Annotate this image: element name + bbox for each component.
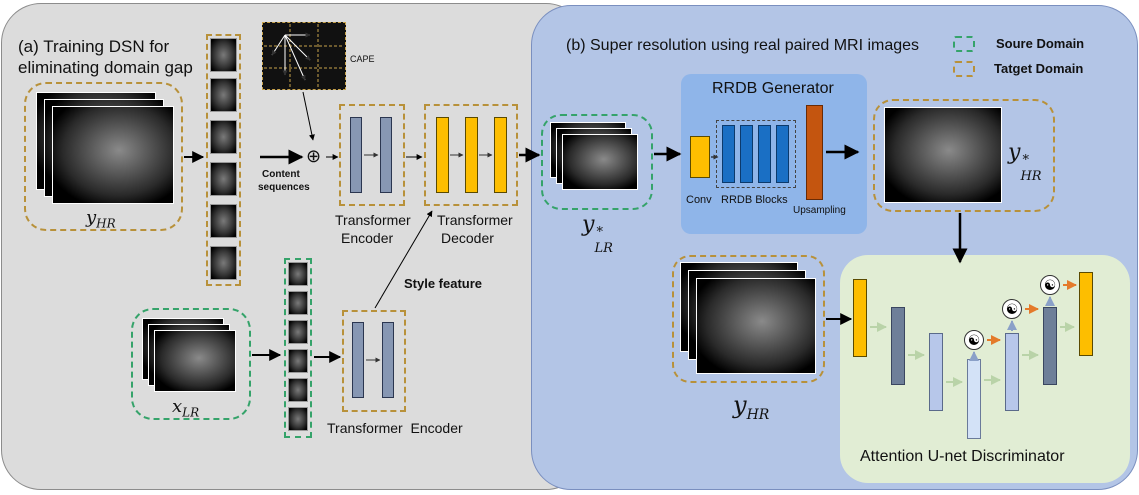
panel-a-title-line1: (a) Training DSN for (18, 37, 170, 56)
mri-slice-front (52, 106, 174, 204)
y-hr-real-symbol: y (733, 391, 747, 419)
panel-a-title-line2: eliminating domain gap (18, 58, 193, 77)
decoder-layer (436, 117, 449, 193)
style-patch (288, 378, 308, 402)
content-sequences-line1: Content (262, 169, 300, 180)
y-hr-star-subscript: HR (1020, 169, 1042, 184)
mri-slice-front (696, 278, 816, 374)
cape-direction-arrows (271, 32, 311, 81)
y-lr-star-superscript: * (596, 225, 603, 240)
encoder-layer (382, 322, 394, 398)
transformer-encoder-box (339, 104, 405, 206)
y-hr-star-superscript: * (1022, 153, 1029, 168)
unet-decoder-layer (1043, 307, 1057, 385)
attention-gate-icon: ☯ (1040, 275, 1060, 295)
content-patches-column (206, 34, 241, 286)
rrdb-block (722, 125, 735, 183)
content-sequences-line2: sequences (258, 182, 310, 193)
y-lr-star-symbol: y (582, 212, 595, 237)
transformer-encoder-label-line2: Encoder (341, 230, 394, 246)
content-patch (210, 38, 237, 72)
panel-b-title: (b) Super resolution using real paired M… (566, 37, 920, 54)
encoder-layer (350, 117, 362, 193)
rrdb-generator-panel (681, 74, 867, 234)
transformer-decoder-box (424, 104, 518, 206)
style-transformer-encoder-box (342, 310, 406, 412)
conv-label: Conv (686, 194, 712, 206)
decoder-layer (465, 117, 478, 193)
style-patch (288, 291, 308, 315)
style-patches-column (284, 258, 312, 438)
legend-source-swatch (953, 36, 975, 52)
x-lr-subscript: LR (182, 405, 200, 420)
y-hr-symbol: y (86, 207, 97, 228)
x-lr-label: xLR (172, 396, 199, 420)
mri-slice-front (154, 330, 236, 392)
content-patch (210, 162, 237, 196)
style-patch (288, 320, 308, 344)
style-patch (288, 407, 308, 431)
legend-target-swatch (953, 61, 975, 77)
upsampling-label: Upsampling (793, 205, 846, 216)
x-lr-symbol: x (172, 396, 183, 417)
y-hr-label: yHR (86, 207, 116, 231)
transformer-encoder-label-line1: Transformer (335, 212, 411, 228)
y-hr-real-target-frame (672, 255, 825, 383)
mri-output-slice (884, 107, 1002, 203)
mri-slice-front (562, 134, 638, 190)
y-hr-star-target-frame (873, 99, 1055, 212)
attention-gate-icon: ☯ (964, 330, 984, 350)
y-hr-real-label: yHR (733, 391, 769, 423)
legend-target-label: Tatget Domain (994, 61, 1084, 76)
transformer-decoder-label-line2: Decoder (441, 230, 494, 246)
style-feature-label: Style feature (404, 276, 483, 291)
cape-label: CAPE (350, 54, 375, 64)
y-hr-real-subscript: HR (746, 406, 770, 423)
unet-input-layer (853, 279, 867, 357)
style-patch (288, 262, 308, 286)
y-lr-star-subscript: LR (594, 241, 613, 256)
unet-output-layer (1079, 272, 1093, 356)
y-hr-star-label: y*HR (1008, 140, 1046, 184)
rrdb-blocks-group (716, 120, 796, 188)
encoder-layer (380, 117, 392, 193)
rrdb-block (758, 125, 771, 183)
x-lr-source-frame (131, 308, 251, 420)
rrdb-block (740, 125, 753, 183)
content-patch (210, 204, 237, 238)
content-patch (210, 246, 237, 280)
discriminator-label: Attention U-net Discriminator (860, 448, 1065, 465)
encoder-layer (352, 322, 364, 398)
conv-layer (690, 136, 710, 178)
y-hr-subscript: HR (96, 216, 116, 231)
content-patch (210, 78, 237, 112)
decoder-layer (494, 117, 507, 193)
unet-encoder-layer (891, 307, 905, 385)
attention-gate-icon: ☯ (1002, 299, 1022, 319)
y-lr-star-source-frame (541, 114, 653, 210)
legend-source-label: Soure Domain (996, 36, 1085, 51)
content-patch (210, 120, 237, 154)
y-lr-star-label: y*LR (582, 212, 616, 256)
style-patch (288, 349, 308, 373)
transformer-decoder-label-line1: Transformer (437, 212, 513, 228)
upsampling-layer (806, 105, 823, 200)
y-hr-target-frame (24, 82, 183, 231)
rrdb-generator-title: RRDB Generator (712, 80, 834, 97)
style-transformer-encoder-label: Transformer Encoder (327, 420, 463, 436)
add-operator: ⊕ (306, 146, 322, 166)
y-hr-star-symbol: y (1008, 140, 1021, 165)
unet-encoder-layer (929, 333, 943, 411)
unet-decoder-layer (1005, 333, 1019, 411)
rrdb-block (776, 125, 789, 183)
rrdb-blocks-label: RRDB Blocks (721, 194, 788, 206)
